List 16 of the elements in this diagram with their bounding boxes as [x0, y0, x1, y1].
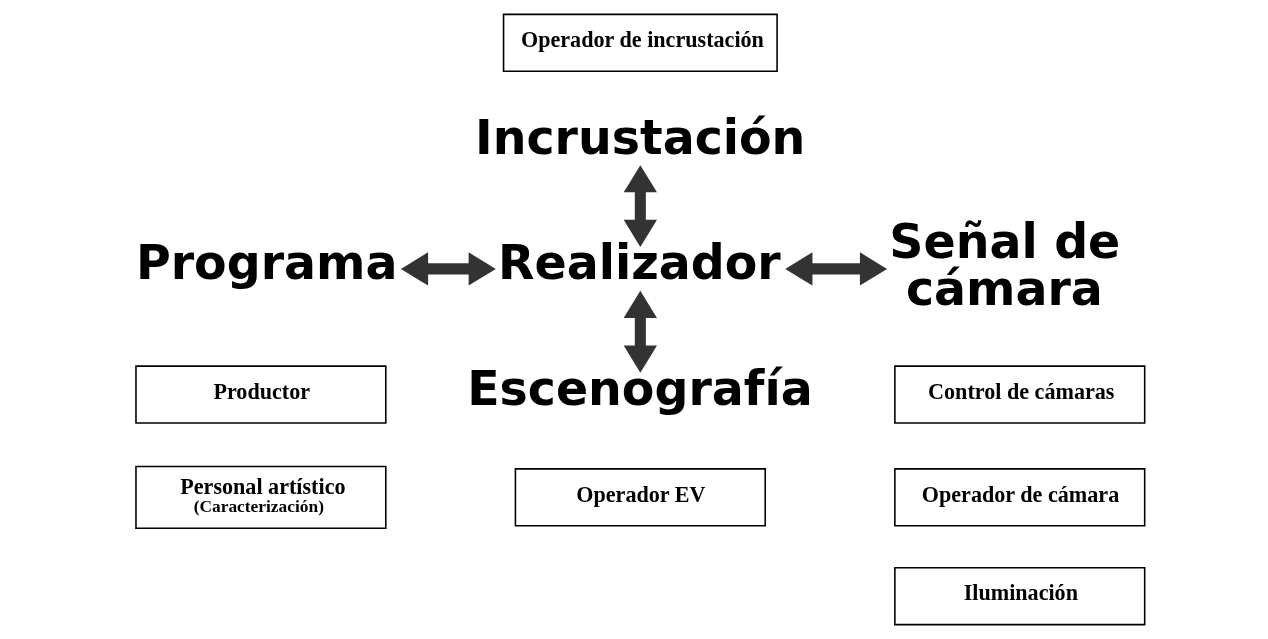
node-box: Personal artístico (Caracterización)	[135, 465, 387, 529]
node-text: Incrustación	[475, 109, 806, 165]
node-box: Productor	[135, 365, 387, 424]
node-text: Programa	[135, 235, 398, 291]
node-box: Iluminación	[894, 566, 1146, 626]
node-box: Operador EV	[514, 468, 766, 527]
node-box: Operador de cámara	[894, 468, 1146, 527]
node-text: Señal de cámara	[889, 213, 1121, 317]
node-box: Control de cámaras	[894, 365, 1146, 424]
arrow	[623, 290, 657, 373]
node-text: Realizador	[498, 235, 781, 291]
arrow	[623, 165, 657, 247]
arrow	[785, 252, 888, 286]
node-box: Operador de incrustación	[502, 13, 778, 73]
arrow	[400, 252, 496, 286]
node-text: Escenografía	[467, 360, 813, 416]
